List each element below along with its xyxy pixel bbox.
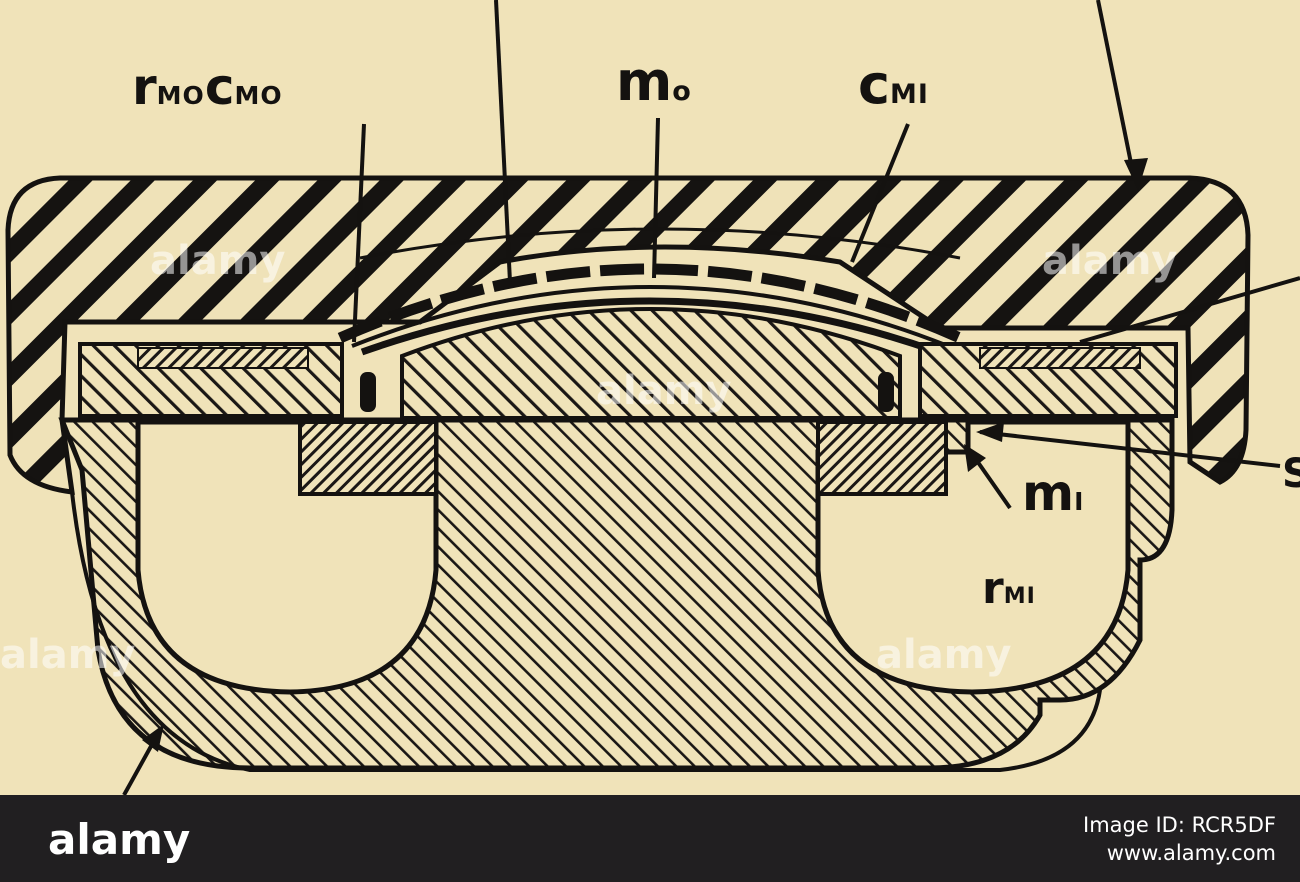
label-r-mi-subscript: MI — [1003, 584, 1036, 609]
diaphragm-outer — [337, 263, 963, 344]
label-c-mi: cMI — [858, 58, 929, 112]
leader-line-1 — [494, 0, 512, 283]
label-m-i: mI — [1022, 468, 1084, 518]
label-right-edge: S — [1282, 451, 1300, 497]
shell-inner-face — [359, 227, 961, 260]
label-m-o-subscript: o — [672, 76, 692, 107]
site-url: www.alamy.com — [1106, 841, 1276, 866]
cup-outline — [70, 491, 1102, 772]
arrowhead-bottom-left — [142, 724, 164, 752]
diaphragm-inner — [360, 297, 940, 356]
leader-line-2 — [1096, 0, 1136, 179]
arrowhead-m-i — [964, 444, 986, 472]
watermark: alamy — [876, 632, 1012, 678]
watermark: alamy — [0, 632, 136, 678]
label-m-i-symbol: m — [1022, 464, 1075, 522]
arrowhead-right — [976, 422, 1004, 442]
central-dome — [400, 307, 902, 420]
diaphragm-middle — [351, 285, 949, 348]
watermark: alamy — [1042, 238, 1178, 284]
label-c-mo-subscript: MO — [234, 81, 283, 110]
left-gap-marker — [360, 372, 376, 412]
cross-section-drawing — [5, 0, 1300, 795]
label-r-mi: rMI — [982, 567, 1036, 611]
diagram-figure: rMOcMO mo cMI mI rMI S alamy alamy alamy… — [0, 0, 1300, 795]
leader-m-o — [652, 117, 660, 279]
footer-bar: alamy Image ID: RCR5DF www.alamy.com — [0, 795, 1300, 882]
image-id-block: Image ID: RCR5DF www.alamy.com — [1083, 811, 1276, 868]
watermark: alamy — [150, 238, 286, 284]
arrowhead-top-right — [1124, 158, 1148, 190]
label-r-mi-symbol: r — [982, 563, 1004, 614]
leader-right-1 — [1079, 276, 1300, 344]
label-r-mo-symbol: r — [132, 58, 157, 116]
label-c-mi-subscript: MI — [890, 79, 929, 110]
label-m-i-subscript: I — [1074, 487, 1085, 516]
leader-r-mo — [352, 123, 366, 343]
right-inner-ring — [816, 420, 948, 496]
outer-shell — [5, 175, 1251, 495]
watermark: alamy — [596, 368, 732, 414]
brand-logo: alamy — [48, 815, 191, 864]
left-inner-ring — [298, 420, 438, 496]
right-gap-marker — [878, 372, 894, 412]
label-r-mo-c-mo: rMOcMO — [132, 62, 283, 112]
leader-c-mi — [850, 123, 910, 263]
label-r-mo-subscript: MO — [156, 81, 205, 110]
image-id-text: Image ID: RCR5DF — [1083, 813, 1276, 837]
right-ring — [979, 347, 1141, 369]
label-m-o: mo — [616, 55, 692, 109]
leader-right-2 — [979, 430, 1281, 468]
label-m-o-symbol: m — [616, 50, 673, 113]
left-ring — [137, 347, 309, 369]
label-c-mo-symbol: c — [204, 58, 235, 116]
label-c-mi-symbol: c — [858, 53, 891, 116]
